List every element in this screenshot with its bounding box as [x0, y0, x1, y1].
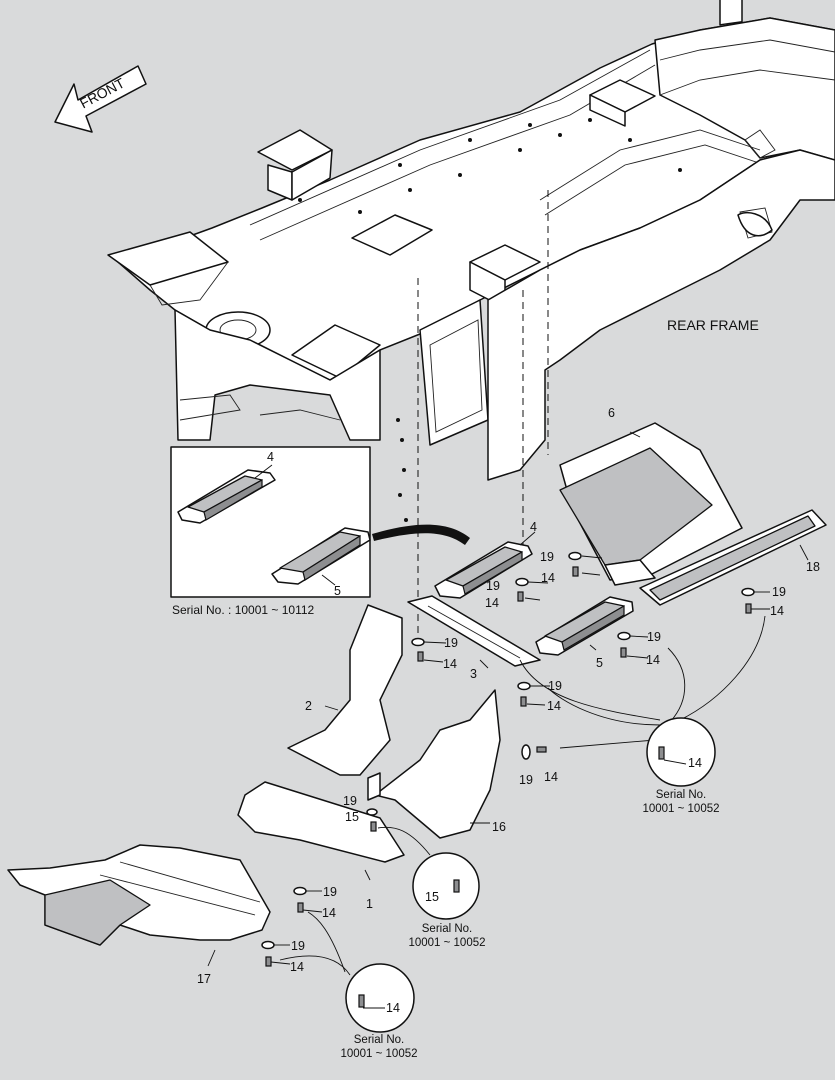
inset-pointer-arrow: [372, 524, 470, 545]
part-label-15: 15: [345, 810, 359, 824]
detail-circle-number: 14: [688, 756, 702, 770]
part-label-14: 14: [290, 960, 304, 974]
part-label-1: 1: [366, 897, 373, 911]
detail-circle-caption: Serial No. 10001 ~ 10052: [642, 789, 720, 816]
part-label-19: 19: [444, 636, 458, 650]
part-label-2: 2: [305, 699, 312, 713]
part-label-19: 19: [647, 630, 661, 644]
part-label-14: 14: [547, 699, 561, 713]
detail-circle-caption: Serial No. 10001 ~ 10052: [340, 1034, 418, 1061]
part-label-19: 19: [519, 773, 533, 787]
part-label-14: 14: [322, 906, 336, 920]
part-label-19: 19: [486, 579, 500, 593]
part-5-rubber: [535, 596, 634, 656]
rear-frame: [107, 0, 835, 640]
detail-circle-number: 14: [386, 1001, 400, 1015]
part-label-19: 19: [540, 550, 554, 564]
part-label-14: 14: [770, 604, 784, 618]
part-4-rubber: [434, 541, 533, 599]
part-label-16: 16: [492, 820, 506, 834]
part-label-3: 3: [470, 667, 477, 681]
part-label-19: 19: [343, 794, 357, 808]
part-label-17: 17: [197, 972, 211, 986]
part-label-19: 19: [291, 939, 305, 953]
part-label-18: 18: [806, 560, 820, 574]
part-label-14: 14: [544, 770, 558, 784]
part-label-4-inset: 4: [267, 450, 274, 464]
rear-frame-label: REAR FRAME: [667, 317, 759, 333]
part-2-cover: [287, 604, 403, 776]
part-6-cover: [559, 422, 743, 586]
detail-circle-number: 15: [425, 890, 439, 904]
detail-circles: [345, 717, 716, 1033]
part-label-5-inset: 5: [334, 584, 341, 598]
part-label-5: 5: [596, 656, 603, 670]
part-label-19: 19: [323, 885, 337, 899]
part-label-19: 19: [548, 679, 562, 693]
front-arrow-icon: [54, 65, 147, 133]
part-label-6: 6: [608, 406, 615, 420]
fasteners: [261, 551, 755, 967]
part-16-cover: [367, 689, 501, 839]
part-label-14: 14: [443, 657, 457, 671]
inset-serial-label: Serial No. : 10001 ~ 10112: [172, 603, 315, 617]
part-label-4: 4: [530, 520, 537, 534]
part-label-19: 19: [772, 585, 786, 599]
part-label-14: 14: [646, 653, 660, 667]
detail-circle-caption: Serial No. 10001 ~ 10052: [408, 923, 486, 950]
part-1-plate: [237, 781, 405, 863]
part-label-14: 14: [541, 571, 555, 585]
part-18-cover: [639, 509, 827, 606]
part-17-cover: [7, 844, 271, 946]
leader-lines: [207, 431, 809, 976]
part-3-plate: [407, 595, 541, 667]
inset-box: [170, 446, 371, 598]
part-label-14: 14: [485, 596, 499, 610]
